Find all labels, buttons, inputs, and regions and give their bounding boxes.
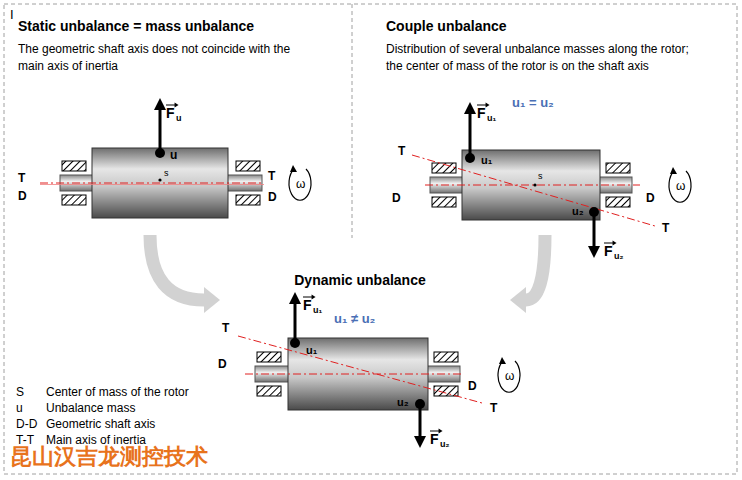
- part-label: u₁ = u₂: [512, 96, 554, 109]
- flow-arrow-head: [510, 287, 526, 313]
- part-label: u: [170, 149, 177, 161]
- part-label: u₁: [481, 155, 492, 166]
- symbol-key: T-T: [16, 434, 34, 446]
- part-label: F: [604, 244, 613, 258]
- part-label: D: [268, 191, 277, 203]
- vector-arrow-head: [312, 295, 316, 300]
- part-label: ω: [296, 178, 305, 190]
- part-label: u: [176, 114, 182, 123]
- part-label: D: [646, 192, 655, 204]
- couple-rotor: [412, 102, 691, 258]
- part-label: T: [18, 172, 25, 184]
- panel-description: Distribution of several unbalance masses…: [386, 41, 696, 75]
- flow-arrow: [150, 235, 220, 313]
- part-label: T: [398, 145, 405, 157]
- divider: [352, 4, 353, 238]
- panel-region: Dynamic unbalance: [220, 266, 510, 466]
- dynamic-rotor: [238, 292, 520, 448]
- panel-heading: Static unbalance = mass unbalance: [18, 18, 318, 35]
- vector-arrow-head: [613, 241, 617, 246]
- watermark: 昆山汉吉龙测控技术: [10, 446, 208, 468]
- part-label: ω: [505, 370, 514, 382]
- panel-region: Couple unbalanceDistribution of several …: [360, 10, 732, 235]
- part-label: D: [18, 190, 27, 202]
- vector-arrow-head: [486, 103, 490, 108]
- part-label: T: [222, 322, 229, 334]
- panel-heading: Dynamic unbalance: [220, 272, 500, 289]
- part-label: u₂: [614, 252, 624, 261]
- static-rotor: [40, 98, 311, 218]
- panel-description: The geometric shaft axis does not coinci…: [18, 41, 318, 75]
- part-label: u₂: [440, 440, 450, 449]
- part-label: F: [477, 106, 486, 120]
- vector-arrow-head: [175, 103, 179, 108]
- symbol-key: Main axis of inertia: [46, 434, 146, 446]
- part-label: u₁ ≠ u₂: [334, 312, 375, 325]
- symbol-key: Center of mass of the rotor: [46, 386, 189, 398]
- part-label: u₂: [572, 206, 584, 217]
- symbol-key: u: [16, 402, 23, 414]
- part-label: u₂: [397, 397, 409, 408]
- symbol-key: D-D: [16, 418, 37, 430]
- frame: [4, 4, 737, 474]
- part-label: F: [166, 106, 175, 120]
- part-label: s: [164, 169, 169, 178]
- part-label: F: [303, 298, 312, 312]
- part-label: F: [430, 432, 439, 446]
- flow-arrow-shaft: [150, 235, 204, 300]
- part-label: T: [268, 170, 275, 182]
- part-label: D: [468, 380, 477, 392]
- vector-arrow-head: [439, 429, 443, 434]
- symbol-key: S: [16, 386, 24, 398]
- part-label: u₁: [306, 345, 317, 356]
- flow-arrow-shaft: [526, 235, 545, 300]
- part-label: s: [538, 172, 543, 181]
- flow-arrow-head: [204, 287, 220, 313]
- part-label: D: [218, 358, 227, 370]
- part-label: D: [392, 192, 401, 204]
- part-label: u₁: [313, 306, 322, 315]
- panel-heading: Couple unbalance: [386, 18, 696, 35]
- part-label: I: [10, 8, 14, 21]
- part-label: ω: [676, 180, 685, 192]
- part-label: T: [662, 222, 669, 234]
- symbol-key: Unbalance mass: [46, 402, 135, 414]
- flow-arrow: [510, 235, 545, 313]
- part-label: u₁: [487, 114, 496, 123]
- part-label: T: [490, 402, 497, 414]
- symbol-key: Geometric shaft axis: [46, 418, 155, 430]
